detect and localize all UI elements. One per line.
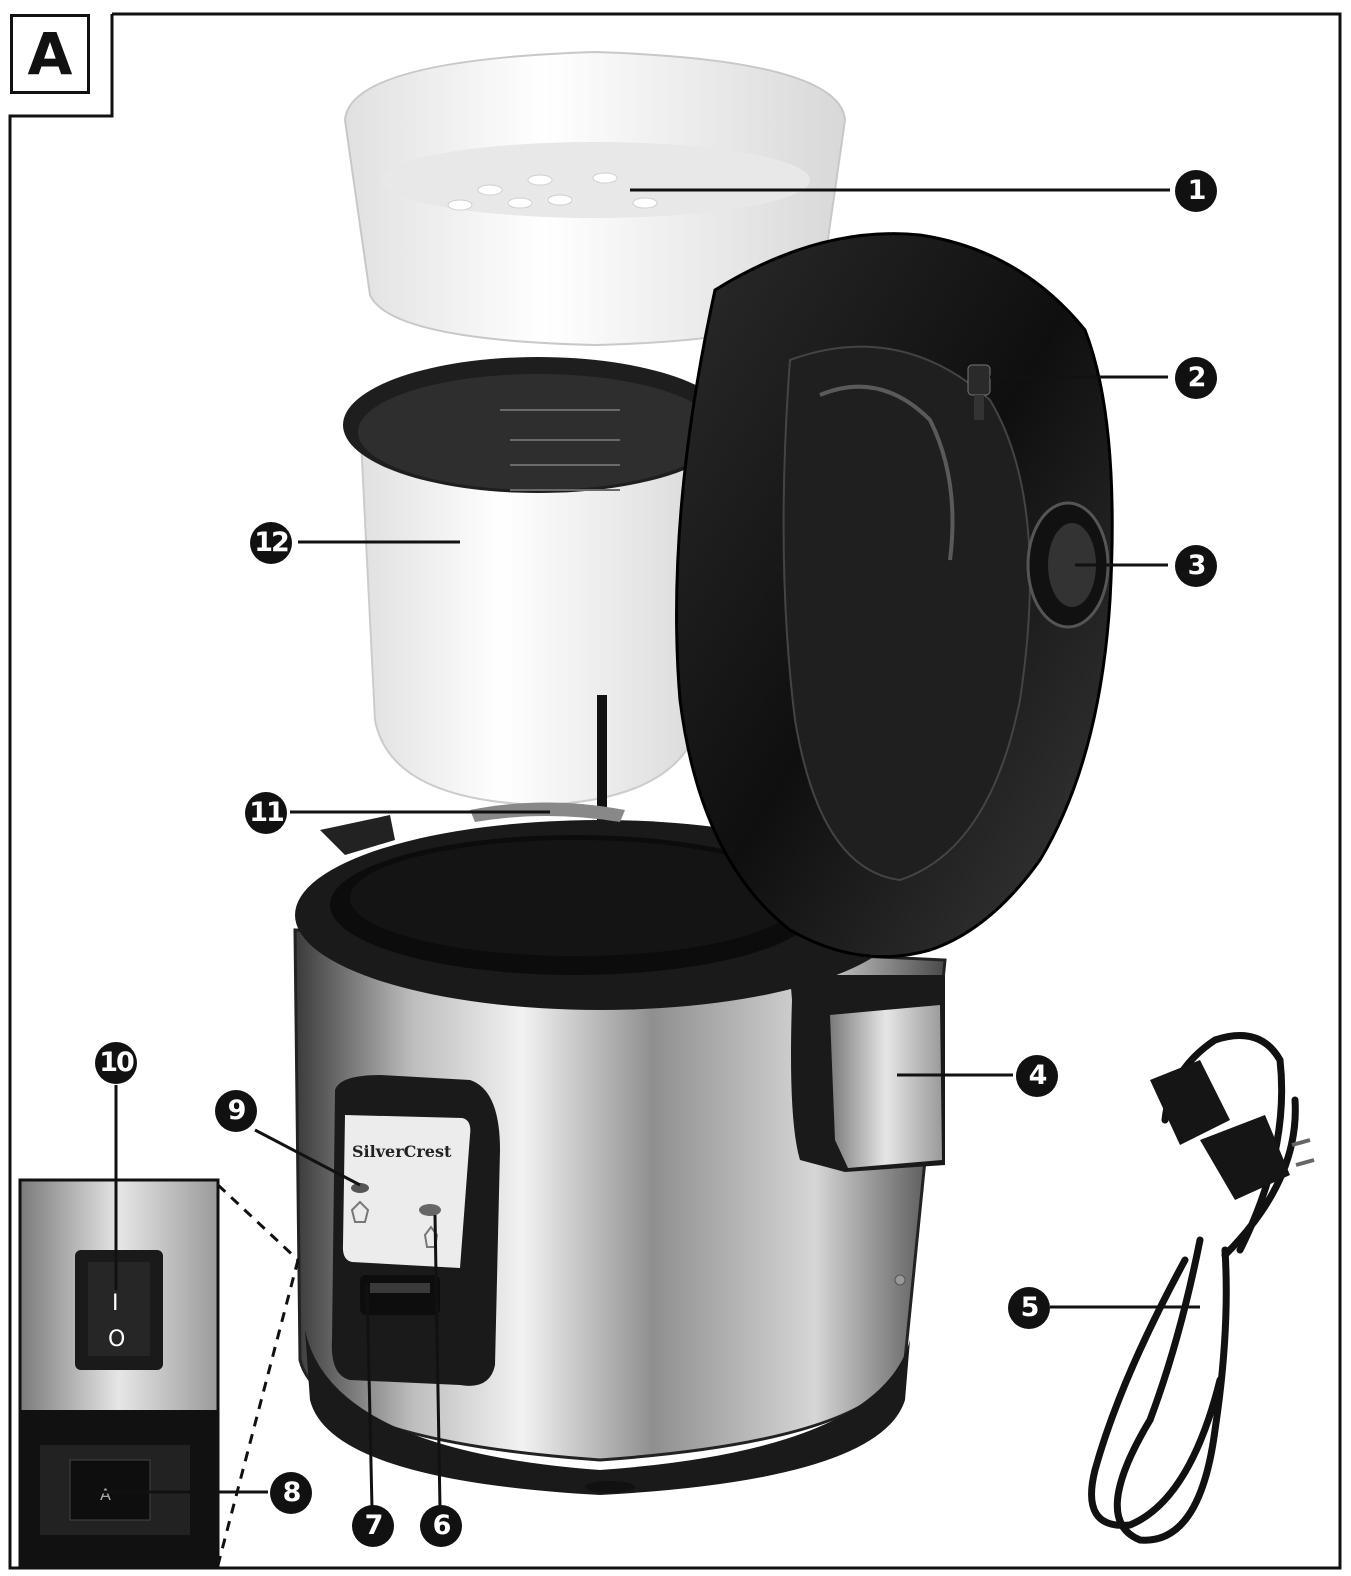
socket-mark: A <box>100 1485 111 1504</box>
control-panel: SilverCrest <box>331 1075 500 1386</box>
callout-11: 11 <box>245 792 287 834</box>
brand-logo: SilverCrest <box>352 1142 452 1161</box>
callout-10: 10 <box>95 1042 137 1084</box>
callout-1: 1 <box>1175 170 1217 212</box>
callout-9: 9 <box>215 1090 257 1132</box>
callout-4: 4 <box>1016 1055 1058 1097</box>
callout-3: 3 <box>1175 545 1217 587</box>
callout-5: 5 <box>1008 1287 1050 1329</box>
callout-7: 7 <box>352 1505 394 1547</box>
keep-warm-indicator-light <box>419 1204 441 1216</box>
inner-pot <box>343 357 733 807</box>
plug-connector <box>1150 1060 1315 1200</box>
steamer-insert <box>343 50 847 347</box>
cook-pot-icon <box>350 1200 370 1223</box>
steam-valve <box>967 364 991 420</box>
callout-2: 2 <box>1175 357 1217 399</box>
callout-6: 6 <box>420 1505 462 1547</box>
cook-switch-lever <box>360 1275 440 1315</box>
callout-8: 8 <box>270 1472 312 1514</box>
callout-12: 12 <box>250 522 292 564</box>
switch-on-mark: I <box>112 1291 119 1316</box>
cooking-indicator-light <box>351 1183 369 1193</box>
open-lid <box>675 232 1114 959</box>
callout-leaders <box>100 188 1200 1509</box>
lid-hinge-handle <box>790 975 945 1286</box>
switch-off-mark: O <box>108 1327 125 1352</box>
panel-label: A <box>10 14 90 94</box>
inset-detail: I O A <box>18 1178 300 1567</box>
